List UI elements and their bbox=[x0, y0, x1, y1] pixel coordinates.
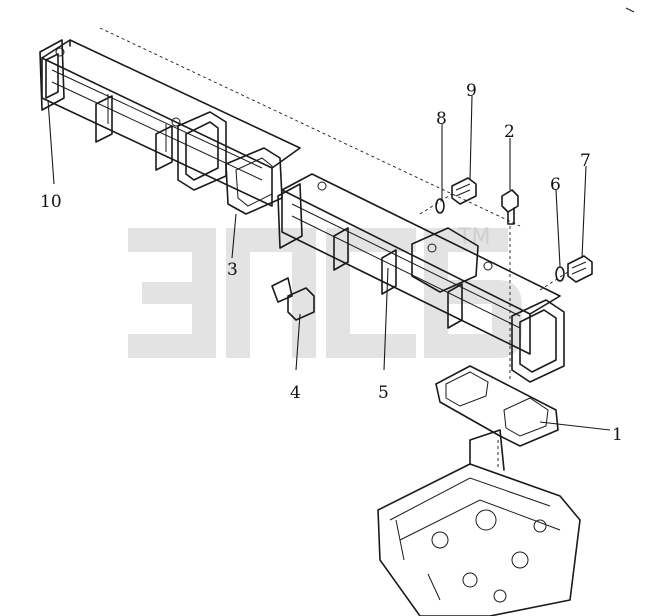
callout-8: 8 bbox=[436, 109, 447, 129]
assembly-axis-washer bbox=[419, 193, 453, 215]
washer-8 bbox=[435, 198, 445, 214]
leader-lines bbox=[47, 95, 611, 431]
manifold-bolt bbox=[271, 277, 315, 321]
callout-3: 3 bbox=[227, 260, 238, 280]
callout-5: 5 bbox=[378, 383, 389, 403]
callout-10: 10 bbox=[40, 192, 62, 212]
manifold-upper-section bbox=[39, 39, 301, 207]
callout-9: 9 bbox=[466, 81, 477, 101]
corner-mark bbox=[625, 7, 635, 13]
plug-7 bbox=[567, 255, 593, 283]
watermark-trademark: TM bbox=[457, 225, 490, 250]
port-gasket bbox=[435, 365, 559, 447]
callout-7: 7 bbox=[580, 151, 591, 171]
watermark-logo: TM bbox=[128, 225, 522, 358]
callout-2: 2 bbox=[504, 122, 515, 142]
plug-9 bbox=[451, 177, 477, 205]
washer-6 bbox=[555, 266, 565, 282]
callout-1: 1 bbox=[612, 425, 623, 445]
callout-6: 6 bbox=[550, 175, 561, 195]
flange-gasket bbox=[225, 147, 283, 215]
fitting bbox=[501, 189, 519, 225]
callout-4: 4 bbox=[290, 383, 301, 403]
assembly-axis bbox=[99, 27, 521, 227]
cylinder-head bbox=[377, 429, 581, 616]
manifold-lower-section bbox=[277, 173, 565, 383]
